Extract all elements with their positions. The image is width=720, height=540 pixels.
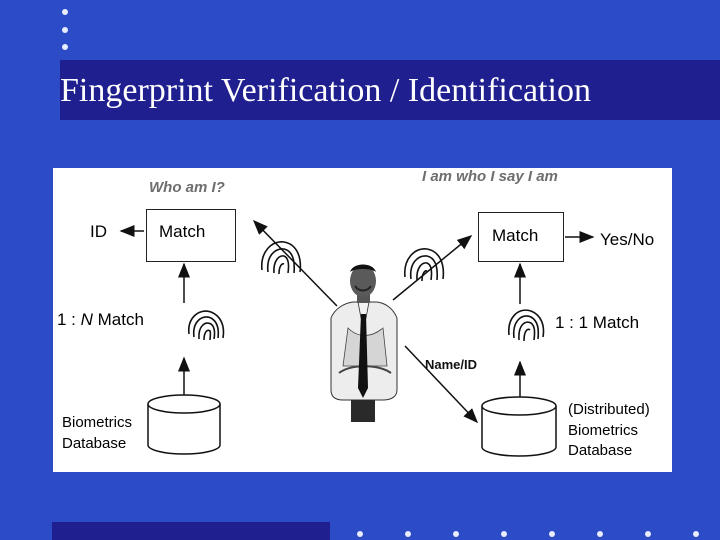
decor-dot <box>405 531 411 537</box>
decor-dot <box>549 531 555 537</box>
left-match-box: Match <box>146 209 236 262</box>
name-id-label: Name/ID <box>425 357 478 372</box>
diagram-panel: Who am I? ID Match 1 : N Match Biometric… <box>53 168 672 472</box>
right-match-box: Match <box>478 212 564 262</box>
fingerprint-icon <box>188 310 225 341</box>
decor-bullet <box>62 44 68 50</box>
arrow-person-to-left-match <box>252 219 338 307</box>
arrow-person-to-right-match <box>392 235 473 301</box>
footer-bar <box>52 522 330 540</box>
right-match-label: Match <box>492 226 539 245</box>
decor-dot <box>453 531 459 537</box>
decor-bullet <box>62 9 68 15</box>
database-icon <box>481 396 557 457</box>
decor-dot <box>645 531 651 537</box>
one-to-n-match-label: 1 : N Match <box>57 310 144 329</box>
right-database-label-line2: Biometrics <box>568 422 639 439</box>
right-database-label-line3: Database <box>568 442 633 459</box>
arrow-person-to-right-db <box>404 345 479 424</box>
fingerprint-icon <box>261 241 302 275</box>
decor-dot <box>597 531 603 537</box>
decor-bullet <box>62 27 68 33</box>
diagram-graphics <box>119 219 595 457</box>
decor-dot <box>693 531 699 537</box>
right-database-label-line1: (Distributed) <box>568 401 650 418</box>
one-to-one-match-label: 1 : 1 Match <box>555 313 640 332</box>
fingerprint-icon <box>404 248 445 282</box>
left-database-label-line2: Database <box>62 435 127 452</box>
right-claim-label: I am who I say I am <box>422 168 558 185</box>
fingerprint-icon <box>508 309 545 342</box>
title-bar <box>60 60 720 120</box>
left-question-label: Who am I? <box>149 179 225 196</box>
decor-dot <box>357 531 363 537</box>
left-database-label-line1: Biometrics <box>62 414 133 431</box>
left-match-label: Match <box>159 222 206 241</box>
decor-dot <box>501 531 507 537</box>
id-label: ID <box>90 222 107 241</box>
person-icon <box>330 264 398 422</box>
database-icon <box>147 394 221 455</box>
slide-title: Fingerprint Verification / Identificatio… <box>60 72 591 109</box>
result-label: Yes/No <box>600 230 655 249</box>
